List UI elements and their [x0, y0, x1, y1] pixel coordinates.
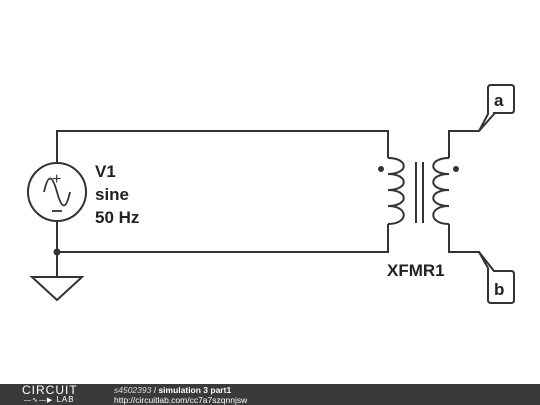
secondary-wires [448, 119, 489, 266]
primary-coil [387, 157, 405, 225]
port-b-flag [478, 251, 515, 304]
port-a[interactable]: a [478, 84, 515, 132]
port-b[interactable]: b [478, 251, 515, 304]
footer-title: simulation 3 part1 [158, 385, 232, 395]
ground-icon [29, 276, 85, 302]
junction-dot [53, 248, 61, 256]
footer-bar: CIRCUIT —∿—▶ LAB s4502393 / simulation 3… [0, 384, 540, 405]
logo-text-top: CIRCUIT [22, 383, 78, 397]
primary-wires [56, 130, 389, 277]
footer-separator: / [151, 385, 159, 395]
footer-meta: s4502393 / simulation 3 part1 http://cir… [114, 385, 247, 405]
logo-text-bottom: —∿—▶ LAB [24, 396, 75, 405]
wire-bottom [56, 221, 389, 253]
footer-url[interactable]: http://circuitlab.com/cc7a7szqnnjsw [114, 395, 248, 405]
source-name-label: V1 [95, 162, 116, 181]
wire-top [56, 130, 389, 163]
port-b-label: b [494, 280, 504, 299]
port-a-label: a [494, 91, 504, 110]
logo-text-lab: LAB [56, 395, 75, 404]
footer-username[interactable]: s4502393 [114, 385, 152, 395]
voltage-source-v1[interactable]: + [27, 162, 87, 222]
transformer-name-label: XFMR1 [387, 261, 445, 280]
footer-title-line: s4502393 / simulation 3 part1 [114, 385, 247, 395]
logo-resistor-icon: —∿—▶ [24, 397, 54, 404]
secondary-coil [432, 157, 450, 225]
source-waveform-label: sine [95, 185, 129, 204]
secondary-polarity-dot [453, 166, 459, 172]
port-a-flag [478, 84, 515, 132]
plus-sign: + [52, 171, 61, 188]
transformer-xfmr1[interactable] [378, 157, 459, 225]
source-frequency-label: 50 Hz [95, 208, 139, 227]
circuitlab-logo[interactable]: CIRCUIT —∿—▶ LAB [22, 383, 94, 405]
primary-polarity-dot [378, 166, 384, 172]
sine-icon [43, 177, 71, 207]
